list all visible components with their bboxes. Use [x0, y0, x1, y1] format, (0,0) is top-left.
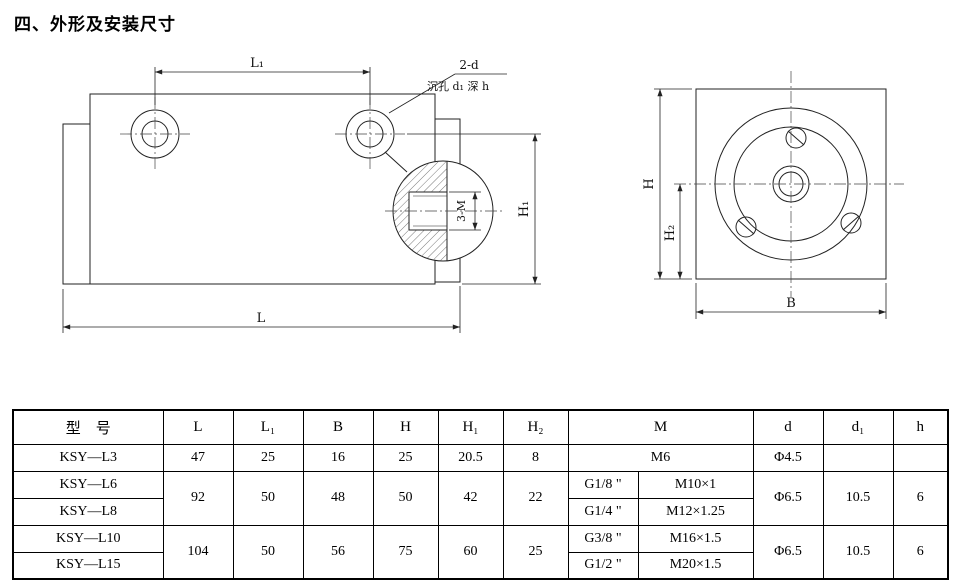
cell-h: 50 [372, 470, 439, 526]
dim-label-l: L [257, 311, 266, 326]
cell-hh: 6 [892, 470, 949, 526]
cell-l1: 50 [232, 470, 304, 526]
cell-m-port: G1/2 " [567, 551, 639, 580]
dimension-l1 [154, 67, 371, 105]
cell-m-thread: M20×1.5 [637, 551, 754, 580]
col-header-d: d [752, 409, 824, 445]
cell-d: Φ4.5 [752, 443, 824, 472]
section-detail [393, 161, 448, 261]
cell-m-port: G1/4 " [567, 497, 639, 526]
cell-h2: 22 [502, 470, 569, 526]
col-header-model: 型 号 [12, 409, 164, 445]
cell-model: KSY—L3 [12, 443, 164, 472]
cell-model: KSY—L15 [12, 551, 164, 580]
cell-l: 47 [162, 443, 234, 472]
thread-label: 3-M [455, 200, 468, 222]
cell-hh: 6 [892, 524, 949, 580]
end-view-center-lines [674, 71, 904, 297]
cell-model: KSY—L10 [12, 524, 164, 553]
cell-model: KSY—L8 [12, 497, 164, 526]
cell-d: Φ6.5 [752, 524, 824, 580]
cell-m: M6 [567, 443, 754, 472]
col-header-d1: d₁ [822, 409, 894, 445]
cell-hh [892, 443, 949, 472]
cell-h1: 20.5 [437, 443, 504, 472]
table-row: KSY—L8 G1/4 " M12×1.25 [12, 497, 948, 526]
dim-label-b: B [786, 296, 796, 311]
table-row: KSY—L3 47 25 16 25 20.5 8 M6 Φ4.5 [12, 443, 949, 472]
cell-l: 104 [162, 524, 234, 580]
header-row: 型 号 L L₁ B H H₁ H₂ M d d₁ h [12, 409, 949, 445]
cell-d1: 10.5 [822, 470, 894, 526]
cell-m-port: G1/8 " [567, 470, 639, 499]
dimension-table: 型 号 L L₁ B H H₁ H₂ M d d₁ h KSY—L3 47 25… [12, 409, 949, 580]
cell-m-thread: M10×1 [637, 470, 754, 499]
hole-center-lines [120, 97, 405, 169]
dimension-l [62, 286, 461, 333]
col-header-h: H [372, 409, 439, 445]
counterbore-note: 沉孔 d₁ 深 h [427, 80, 489, 93]
flange-screws [735, 127, 862, 238]
cell-l1: 50 [232, 524, 304, 580]
side-view-drawing: L₁ 2-d 沉孔 d₁ 深 h 3-M H₁ L [62, 56, 541, 333]
col-header-h2: H₂ [502, 409, 569, 445]
end-view-drawing: H H₂ B [642, 71, 904, 319]
cell-d: Φ6.5 [752, 470, 824, 526]
dimension-h [654, 88, 692, 280]
col-header-l1: L₁ [232, 409, 304, 445]
dim-label-l1: L₁ [250, 56, 264, 71]
cell-l1: 25 [232, 443, 304, 472]
cell-m-port: G3/8 " [567, 524, 639, 553]
dimension-h1 [407, 133, 541, 285]
dimension-b [695, 283, 887, 319]
table-row: KSY—L6 92 50 48 50 42 22 G1/8 " M10×1 Φ6… [12, 470, 949, 526]
cell-b: 16 [302, 443, 374, 472]
col-header-m: M [567, 409, 754, 445]
dim-label-h2: H₂ [663, 225, 678, 242]
cell-h: 75 [372, 524, 439, 580]
col-header-b: B [302, 409, 374, 445]
cell-model: KSY—L6 [12, 470, 164, 499]
cell-m-thread: M16×1.5 [637, 524, 754, 553]
cell-h1: 60 [437, 524, 504, 580]
table-row: KSY—L10 104 50 56 75 60 25 G3/8 " M16×1.… [12, 524, 949, 580]
cell-m-thread: M12×1.25 [637, 497, 754, 526]
dimension-3m [449, 191, 481, 231]
cell-d1: 10.5 [822, 524, 894, 580]
drawings-area: L₁ 2-d 沉孔 d₁ 深 h 3-M H₁ L [0, 35, 959, 371]
table-row: KSY—L15 G1/2 " M20×1.5 [12, 551, 948, 580]
cell-h: 25 [372, 443, 439, 472]
col-header-h1: H₁ [437, 409, 504, 445]
dim-label-h: H [642, 178, 657, 189]
dim-label-h1: H₁ [517, 201, 532, 218]
cell-h1: 42 [437, 470, 504, 526]
projection-line [384, 151, 408, 173]
cell-b: 56 [302, 524, 374, 580]
col-header-l: L [162, 409, 234, 445]
cell-d1 [822, 443, 894, 472]
page-title: 四、外形及安装尺寸 [14, 15, 176, 35]
hole-callout-leader [388, 73, 507, 114]
cell-l: 92 [162, 470, 234, 526]
cell-h2: 8 [502, 443, 569, 472]
col-header-hh: h [892, 409, 949, 445]
hole-callout-label: 2-d [459, 58, 479, 72]
cell-b: 48 [302, 470, 374, 526]
cell-h2: 25 [502, 524, 569, 580]
